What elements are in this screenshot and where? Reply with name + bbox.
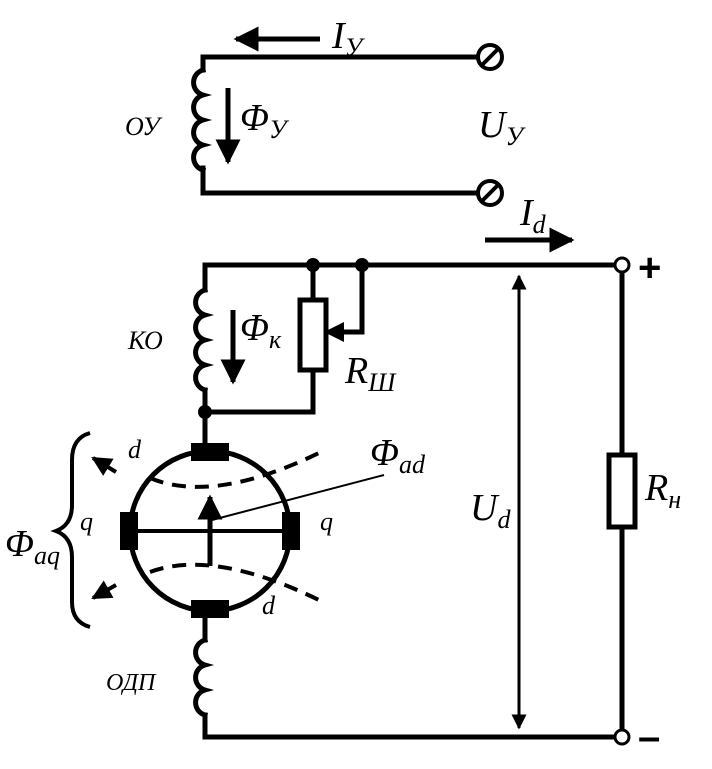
compensation-winding-coil [193, 286, 215, 394]
d-axis-flux-lower [149, 562, 326, 605]
control-current-label: IУ [331, 15, 366, 62]
shunt-resistor[interactable] [297, 297, 329, 373]
control-winding-coil [191, 66, 213, 174]
axis-q-label-left: q [80, 507, 93, 536]
flux-aq-arrow-down [91, 580, 117, 600]
compensation-flux-label: Φк [240, 307, 282, 354]
brush-top [191, 443, 229, 461]
load-resistor[interactable] [606, 452, 638, 530]
compensation-winding-label: КО [127, 326, 163, 355]
commutating-winding-label: ОДП [106, 670, 157, 696]
brush-left [120, 512, 138, 550]
control-voltage-label: UУ [478, 104, 526, 151]
load-resistor-label: Rн [644, 467, 681, 514]
brush-bottom [191, 600, 229, 618]
shunt-resistor-label: RШ [344, 350, 397, 397]
control-terminal-top[interactable] [476, 43, 504, 71]
junction-dot [355, 258, 369, 272]
load-current-label: Id [519, 192, 547, 239]
control-flux-label: ΦУ [240, 97, 290, 144]
junction-dot [306, 258, 320, 272]
flux-ad-label: Φad [370, 432, 426, 479]
flux-aq-brace [50, 431, 91, 629]
armature [120, 443, 385, 618]
plus-terminal[interactable] [613, 256, 631, 274]
axis-d-label-top: d [128, 435, 142, 464]
terminal-minus-label: – [638, 715, 660, 759]
flux-aq-label: Φaq [5, 523, 60, 570]
flux-aq-arrow-up [91, 456, 118, 476]
axis-q-label-right: q [320, 507, 333, 536]
axis-d-label-bottom: d [262, 591, 276, 620]
d-axis-flux-upper [149, 448, 326, 489]
minus-terminal[interactable] [613, 728, 631, 746]
commutating-winding-coil [193, 636, 215, 719]
junction-dot [198, 405, 212, 419]
control-winding-label: ОУ [125, 112, 163, 141]
terminal-plus-label: + [638, 246, 661, 290]
wiper-wire [337, 262, 365, 335]
output-voltage-label: Ud [470, 487, 511, 534]
brush-right [282, 512, 300, 550]
shunt-bottom-wire [202, 367, 316, 415]
control-terminal-bottom[interactable] [476, 179, 504, 207]
flux-ad-leader [211, 474, 385, 521]
